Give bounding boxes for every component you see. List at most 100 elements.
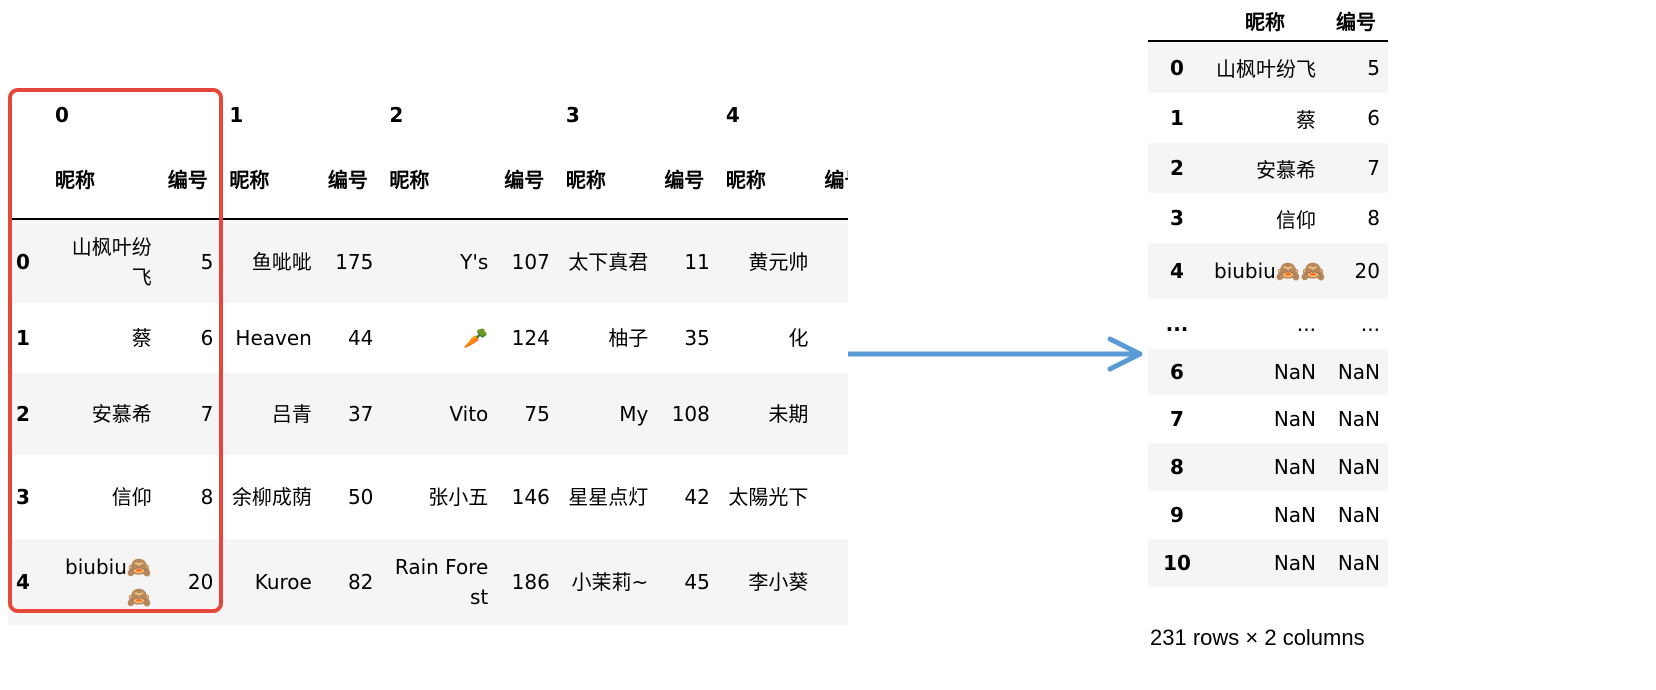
wide-dataframe: 0 1 2 3 4 昵称 编号 昵称 编号 昵称 编号 昵称 编号 昵称 编号 <box>8 88 848 625</box>
id-cell: NaN <box>1337 503 1380 527</box>
table-row: 10 NaN NaN <box>1148 539 1388 587</box>
row-index: 0 <box>16 249 30 274</box>
id-cell: 6 <box>1367 106 1380 130</box>
table-cell <box>816 303 848 373</box>
table-cell: 太陽光下 <box>728 485 809 509</box>
table-cell: 44 <box>347 326 374 350</box>
table-row: 9 NaN NaN <box>1148 491 1388 539</box>
group-header: 4 <box>725 103 740 127</box>
row-index: 10 <box>1163 551 1191 575</box>
table-row: 2 安慕希 7 吕青 37 Vito 75 My 108 未期 <box>8 373 848 455</box>
table-cell <box>816 219 848 303</box>
table-cell: 82 <box>347 570 374 594</box>
row-index: 6 <box>1170 360 1184 384</box>
group-header-row: 0 1 2 3 4 <box>8 88 848 142</box>
table-cell: 75 <box>524 402 550 426</box>
nick-cell: NaN <box>1273 503 1316 527</box>
table-row: 3 信仰 8 余柳成荫 50 张小五 146 星星点灯 42 太陽光下 <box>8 455 848 539</box>
table-cell: Kuroe <box>254 570 312 594</box>
table-row: 3 信仰 8 <box>1148 193 1388 243</box>
table-cell: 5 <box>200 249 214 274</box>
table-cell: 化 <box>788 326 809 350</box>
table-cell: biubiu🙈🙈 <box>65 555 152 609</box>
corner-cell <box>8 88 47 142</box>
row-index: 9 <box>1170 503 1184 527</box>
arrow-icon <box>848 336 1143 372</box>
nick-cell: ... <box>1296 312 1316 336</box>
id-cell: NaN <box>1337 407 1380 431</box>
column-header-nick: 昵称 <box>1206 0 1324 42</box>
row-index: 4 <box>1170 259 1184 283</box>
table-cell: Rain Forest <box>394 555 489 609</box>
table-cell: 张小五 <box>428 485 489 509</box>
table-cell: 柚子 <box>608 326 649 350</box>
table-cell: 35 <box>684 326 710 350</box>
row-index: 3 <box>1170 206 1184 230</box>
nick-cell: NaN <box>1273 551 1316 575</box>
nick-cell: NaN <box>1273 455 1316 479</box>
table-cell: 186 <box>511 570 550 594</box>
column-header-nick: 昵称 <box>557 142 657 220</box>
table-cell <box>816 373 848 455</box>
table-cell: 11 <box>684 249 710 274</box>
id-cell: 8 <box>1367 206 1380 230</box>
table-row: 7 NaN NaN <box>1148 395 1388 443</box>
column-header-nick: 昵称 <box>717 142 817 220</box>
table-cell: 安慕希 <box>91 402 152 426</box>
table-cell: 8 <box>200 485 214 509</box>
table-cell: 107 <box>511 249 550 274</box>
nick-cell: NaN <box>1273 407 1316 431</box>
row-index: 8 <box>1170 455 1184 479</box>
group-header: 3 <box>565 103 580 127</box>
column-header-id: 编号 <box>319 142 382 220</box>
table-cell: 108 <box>671 402 710 426</box>
table-cell: My <box>619 402 649 426</box>
row-index: 2 <box>1170 156 1184 180</box>
result-dataframe: 昵称 编号 0 山枫叶纷飞 5 1 蔡 6 2 安慕希 7 3 信仰 <box>1148 0 1388 587</box>
table-row: 0 山枫叶纷飞 5 鱼呲呲 175 Y's 107 太下真君 11 黄元帅 <box>8 219 848 303</box>
id-cell: 5 <box>1367 55 1380 80</box>
table-cell <box>816 455 848 539</box>
column-header-row: 昵称 编号 昵称 编号 昵称 编号 昵称 编号 昵称 编号 <box>8 142 848 220</box>
group-header: 1 <box>229 103 244 127</box>
table-cell: 小茉莉~ <box>571 570 649 594</box>
row-index: 7 <box>1170 407 1184 431</box>
table-row: 4 biubiu🙈🙈 20 <box>1148 243 1388 299</box>
dataframe-shape-summary: 231 rows × 2 columns <box>1150 625 1365 650</box>
table-cell: 鱼呲呲 <box>251 249 312 274</box>
nick-cell: biubiu🙈🙈 <box>1214 259 1326 283</box>
table-cell: 蔡 <box>131 326 152 350</box>
id-cell: ... <box>1360 312 1380 336</box>
nick-cell: 信仰 <box>1276 207 1316 232</box>
nick-cell: NaN <box>1273 360 1316 384</box>
table-cell: 余柳成荫 <box>231 485 312 509</box>
column-header-nick: 昵称 <box>46 142 160 220</box>
table-row: 4 biubiu🙈🙈 20 Kuroe 82 Rain Forest 186 小… <box>8 539 848 625</box>
row-index: 2 <box>16 402 30 426</box>
table-cell: 7 <box>200 402 214 426</box>
table-cell: 吕青 <box>271 402 312 426</box>
row-index: 1 <box>1170 106 1184 130</box>
table-row: 1 蔡 6 <box>1148 93 1388 143</box>
group-header: 0 <box>54 103 69 127</box>
row-index: 3 <box>16 485 30 509</box>
corner-cell <box>8 142 47 220</box>
table-cell: 175 <box>335 249 374 274</box>
column-header-row: 昵称 编号 <box>1148 0 1388 42</box>
row-index: ... <box>1165 312 1189 336</box>
id-cell: 20 <box>1354 259 1380 283</box>
column-header-nick: 昵称 <box>221 142 320 220</box>
table-cell: 45 <box>684 570 710 594</box>
table-cell: 124 <box>511 326 550 350</box>
table-cell: 🥕 <box>463 326 489 350</box>
table-cell: 山枫叶纷飞 <box>71 234 152 289</box>
table-row-ellipsis: ... ... ... <box>1148 299 1388 349</box>
table-row: 6 NaN NaN <box>1148 349 1388 395</box>
table-cell: 李小葵 <box>748 570 809 594</box>
id-cell: NaN <box>1337 360 1380 384</box>
row-index: 4 <box>16 570 30 594</box>
nick-cell: 安慕希 <box>1256 157 1316 182</box>
table-cell: 37 <box>347 402 374 426</box>
table-cell: 信仰 <box>111 485 152 509</box>
column-header-nick: 昵称 <box>381 142 497 220</box>
